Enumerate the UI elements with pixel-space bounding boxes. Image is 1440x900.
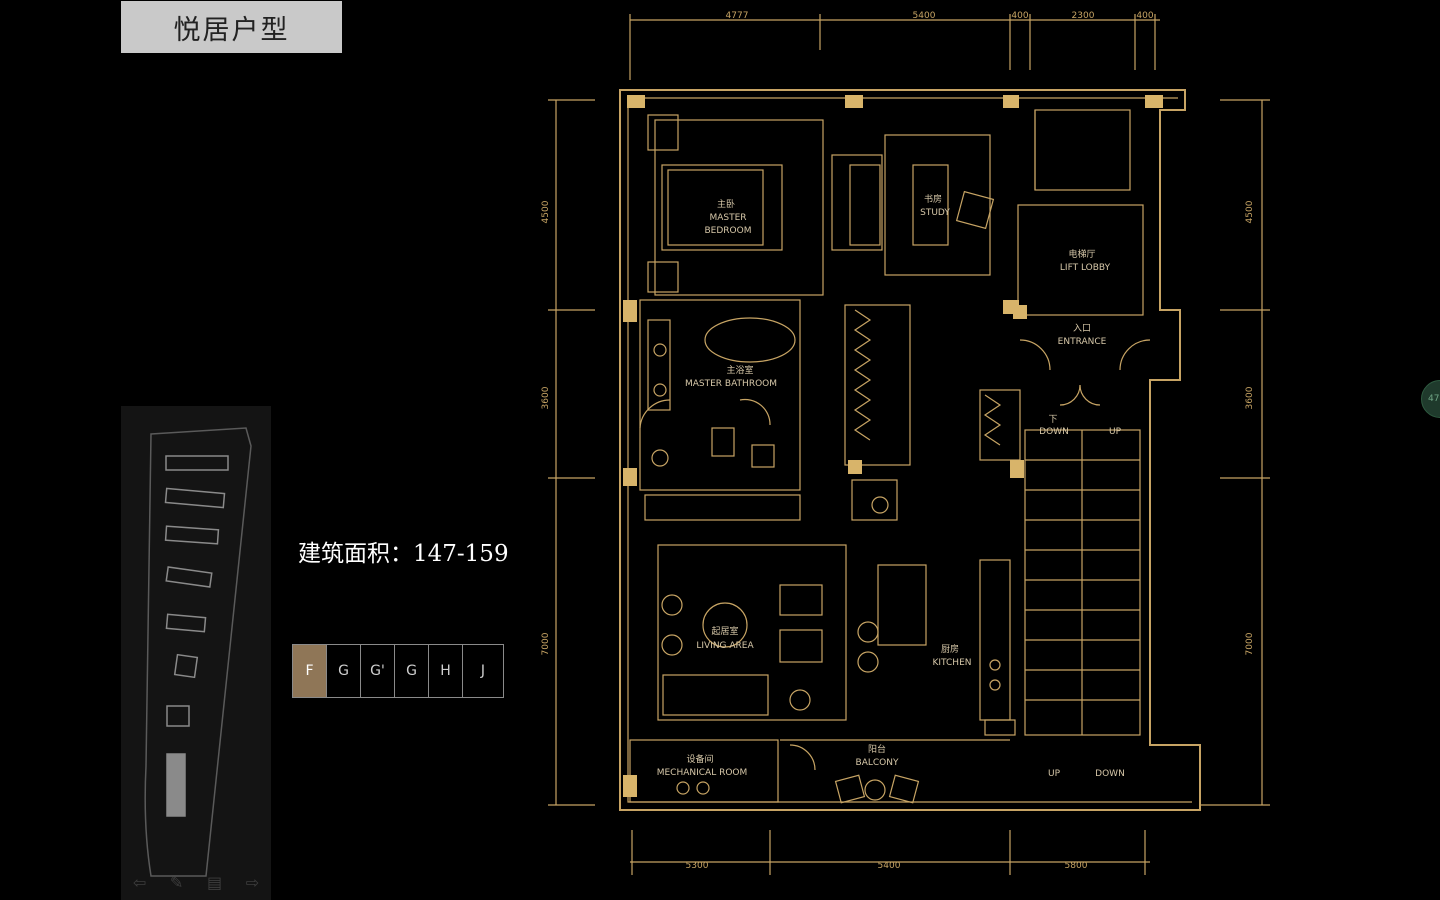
label-study-cn: 书房 bbox=[924, 193, 942, 205]
label-master-bath-cn: 主浴室 bbox=[726, 364, 753, 376]
unit-tabs: F G G' G H J bbox=[292, 644, 504, 698]
dim-left-3: 7000 bbox=[541, 632, 551, 655]
label-balcony-cn: 阳台 bbox=[868, 743, 886, 755]
unit-tab-g-prime[interactable]: G' bbox=[361, 645, 395, 697]
label-entrance-en: ENTRANCE bbox=[1058, 337, 1107, 347]
key-plan-block bbox=[164, 525, 220, 545]
prev-arrow-icon[interactable]: ⇦ bbox=[132, 873, 147, 892]
label-down-en: DOWN bbox=[1039, 427, 1069, 437]
living-area bbox=[657, 544, 847, 721]
dim-top-2: 5400 bbox=[913, 11, 936, 21]
key-plan-block bbox=[165, 455, 229, 471]
dim-top-5: 400 bbox=[1136, 11, 1153, 21]
dim-left-1: 4500 bbox=[541, 200, 551, 223]
label-lift-lobby-cn: 电梯厅 bbox=[1068, 248, 1095, 260]
label-down-cn: 下 bbox=[1048, 415, 1057, 425]
label-master-bath-en: MASTER BATHROOM bbox=[685, 379, 777, 389]
lift-lobby bbox=[1017, 204, 1144, 316]
mechanical-room bbox=[629, 739, 779, 803]
key-plan-block bbox=[165, 613, 207, 633]
dim-right-1: 4500 bbox=[1245, 200, 1255, 223]
dim-top-3: 400 bbox=[1011, 11, 1028, 21]
label-balcony-en: BALCONY bbox=[856, 758, 899, 768]
dim-bottom-1: 5300 bbox=[686, 861, 709, 871]
label-stair-down: DOWN bbox=[1095, 769, 1125, 779]
label-master-bedroom-en2: BEDROOM bbox=[705, 226, 752, 236]
unit-tab-g2[interactable]: G bbox=[395, 645, 429, 697]
page-title: 悦居户型 bbox=[121, 1, 342, 53]
building-area: 建筑面积：147-159 bbox=[298, 541, 509, 567]
master-bedroom bbox=[654, 119, 824, 296]
unit-tab-h[interactable]: H bbox=[429, 645, 463, 697]
dim-top-1: 4777 bbox=[726, 11, 749, 21]
key-plan-outline bbox=[144, 427, 252, 877]
outer-wall bbox=[619, 89, 1201, 811]
label-mech-cn: 设备间 bbox=[686, 753, 713, 765]
key-plan-block bbox=[166, 705, 190, 727]
dim-top-4: 2300 bbox=[1072, 11, 1095, 21]
dim-right-2: 3600 bbox=[1245, 386, 1255, 409]
dim-bottom-2: 5400 bbox=[878, 861, 901, 871]
next-arrow-icon[interactable]: ⇨ bbox=[245, 873, 260, 892]
unit-tab-g[interactable]: G bbox=[327, 645, 361, 697]
unit-tab-f[interactable]: F bbox=[293, 645, 327, 697]
label-study-en: STUDY bbox=[920, 208, 950, 218]
unit-tab-j[interactable]: J bbox=[480, 663, 486, 679]
dim-left-2: 3600 bbox=[541, 386, 551, 409]
label-stair-up: UP bbox=[1048, 769, 1061, 779]
key-plan-block bbox=[165, 566, 213, 588]
label-mech-en: MECHANICAL ROOM bbox=[657, 768, 748, 778]
label-kitchen-en: KITCHEN bbox=[933, 658, 972, 668]
dim-bottom-3: 5800 bbox=[1065, 861, 1088, 871]
key-plan-block bbox=[164, 487, 226, 509]
label-master-bedroom-cn: 主卧 bbox=[717, 198, 735, 210]
floor-plan: 4777 5400 400 2300 400 5300 5400 5800 45… bbox=[541, 11, 1270, 875]
label-living-cn: 起居室 bbox=[711, 625, 738, 637]
label-entrance-cn: 入口 bbox=[1073, 323, 1091, 334]
key-plan: ⇦ ✎ ▤ ⇨ bbox=[121, 406, 271, 900]
label-master-bedroom-en1: MASTER bbox=[709, 213, 746, 223]
page-indicator[interactable]: 47 bbox=[1421, 380, 1440, 418]
dim-right-3: 7000 bbox=[1245, 632, 1255, 655]
menu-icon[interactable]: ▤ bbox=[206, 873, 223, 892]
label-lift-lobby-en: LIFT LOBBY bbox=[1060, 263, 1111, 273]
pen-icon[interactable]: ✎ bbox=[169, 873, 184, 892]
key-plan-highlight bbox=[166, 753, 186, 817]
master-bathroom bbox=[639, 299, 801, 491]
label-living-en: LIVING AREA bbox=[696, 641, 754, 651]
label-up-en: UP bbox=[1109, 427, 1122, 437]
label-kitchen-cn: 厨房 bbox=[941, 643, 959, 655]
structural-columns bbox=[623, 95, 1163, 797]
study bbox=[884, 134, 991, 276]
key-plan-block bbox=[173, 653, 199, 679]
